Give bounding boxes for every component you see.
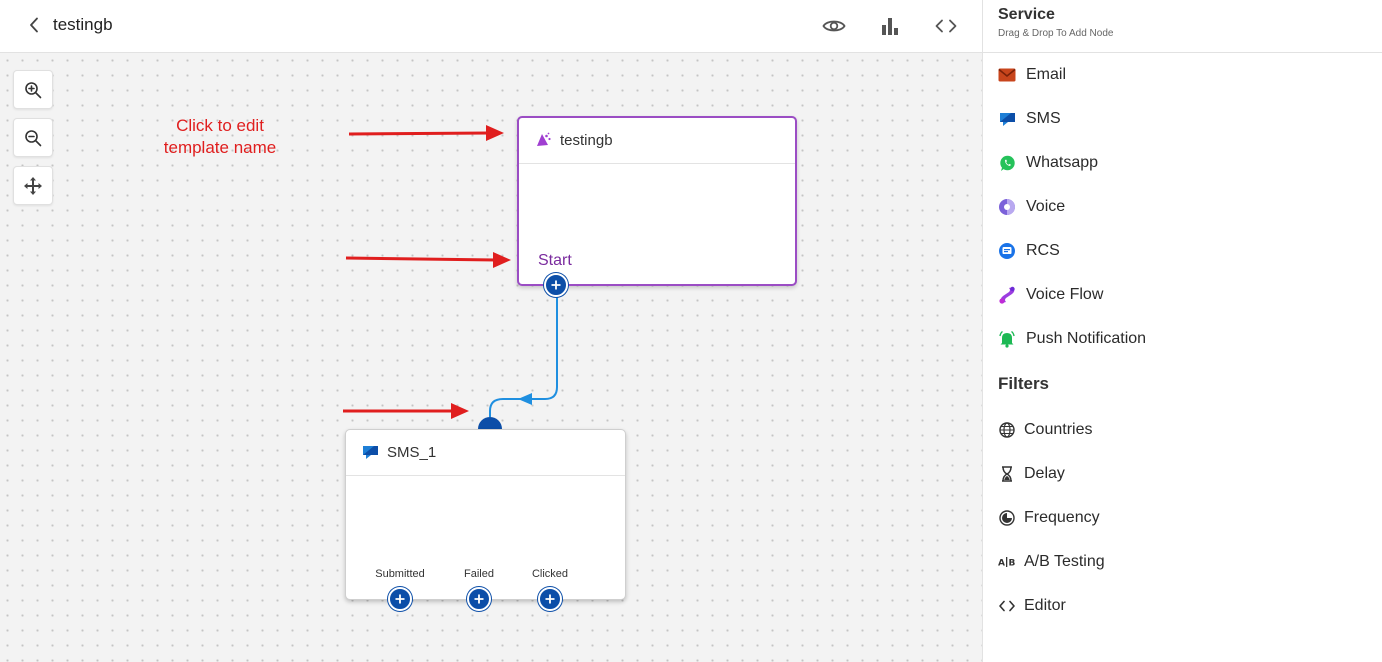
edge-arrowhead xyxy=(518,393,532,405)
code-icon xyxy=(935,19,957,33)
sidebar-subtitle: Drag & Drop To Add Node xyxy=(998,28,1114,39)
svg-text:A: A xyxy=(998,559,1005,569)
move-icon xyxy=(24,176,42,195)
annotation-arrow-1 xyxy=(348,125,504,141)
voice-icon xyxy=(998,198,1016,216)
start-node-title[interactable]: testingb xyxy=(560,132,613,149)
plus-icon xyxy=(545,594,555,604)
zoom-out-icon xyxy=(25,129,42,146)
failed-add-button[interactable] xyxy=(467,587,491,611)
hourglass-icon xyxy=(998,465,1016,483)
filters-heading: Filters xyxy=(998,374,1050,393)
plus-icon xyxy=(474,594,484,604)
analytics-button[interactable] xyxy=(876,12,904,40)
service-item-email[interactable]: Email xyxy=(998,61,1066,89)
start-add-button[interactable] xyxy=(544,273,568,297)
service-item-sms[interactable]: SMS xyxy=(998,105,1061,133)
zoom-in-icon xyxy=(25,81,42,98)
fit-view-button[interactable] xyxy=(13,166,53,205)
campaign-icon xyxy=(537,132,551,146)
start-node[interactable]: testingb Start xyxy=(517,116,797,286)
filter-item-countries[interactable]: Countries xyxy=(998,416,1092,444)
top-bar: testingb xyxy=(0,0,982,53)
svg-text:B: B xyxy=(1009,559,1016,569)
node-palette-sidebar: Service Drag & Drop To Add Node Email SM… xyxy=(982,0,1382,662)
push-notification-icon xyxy=(998,330,1016,348)
email-icon xyxy=(998,66,1016,84)
sms-node[interactable]: SMS_1 Submitted Failed Clicked xyxy=(345,429,626,600)
zoom-in-button[interactable] xyxy=(13,70,53,109)
preview-button[interactable] xyxy=(820,12,848,40)
sms-icon xyxy=(363,446,378,459)
zoom-out-button[interactable] xyxy=(13,118,53,157)
plus-icon xyxy=(395,594,405,604)
eye-icon xyxy=(822,20,846,32)
plus-icon xyxy=(551,280,561,290)
annotation-arrow-3 xyxy=(343,403,469,419)
output-label-clicked: Clicked xyxy=(531,568,569,580)
output-label-submitted: Submitted xyxy=(375,568,425,580)
whatsapp-icon xyxy=(998,154,1016,172)
sms-icon xyxy=(998,110,1016,128)
submitted-add-button[interactable] xyxy=(388,587,412,611)
sidebar-header: Service Drag & Drop To Add Node xyxy=(983,0,1382,53)
filter-item-frequency[interactable]: Frequency xyxy=(998,504,1100,532)
sidebar-title: Service xyxy=(998,6,1055,23)
clicked-add-button[interactable] xyxy=(538,587,562,611)
service-item-rcs[interactable]: RCS xyxy=(998,237,1060,265)
annotation-arrow-2 xyxy=(345,252,511,268)
back-button[interactable] xyxy=(22,12,46,38)
sms-node-title: SMS_1 xyxy=(387,444,437,461)
filter-item-editor[interactable]: Editor xyxy=(998,592,1066,620)
edge-start-to-sms xyxy=(489,285,558,417)
service-item-voice[interactable]: Voice xyxy=(998,193,1065,221)
template-title[interactable]: testingb xyxy=(53,15,113,34)
service-item-push-notification[interactable]: Push Notification xyxy=(998,325,1146,353)
service-item-whatsapp[interactable]: Whatsapp xyxy=(998,149,1098,177)
annotation-text: Click to edit template name xyxy=(163,116,277,157)
bar-chart-icon xyxy=(882,18,898,35)
start-node-header[interactable]: testingb xyxy=(519,118,795,164)
code-view-button[interactable] xyxy=(932,12,960,40)
back-icon xyxy=(30,17,38,33)
start-label: Start xyxy=(538,252,572,269)
flow-canvas[interactable]: Click to edit template name xyxy=(0,53,982,662)
code-icon xyxy=(998,597,1016,615)
rcs-icon xyxy=(998,242,1016,260)
output-label-failed: Failed xyxy=(464,568,494,580)
frequency-icon xyxy=(998,509,1016,527)
sms-node-header: SMS_1 xyxy=(346,430,625,476)
filter-item-delay[interactable]: Delay xyxy=(998,460,1065,488)
globe-icon xyxy=(998,421,1016,439)
voice-flow-icon xyxy=(998,286,1016,304)
service-item-voice-flow[interactable]: Voice Flow xyxy=(998,281,1103,309)
